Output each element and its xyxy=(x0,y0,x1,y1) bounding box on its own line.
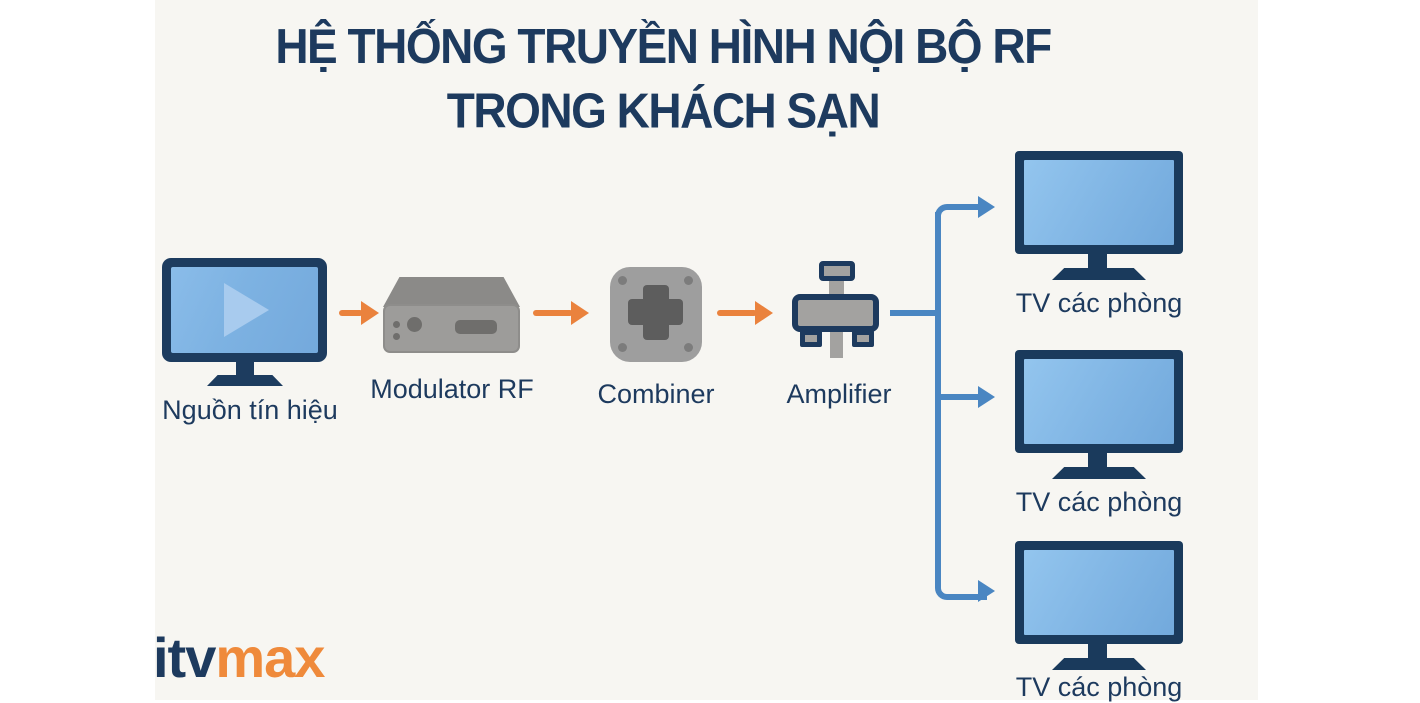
screw-icon xyxy=(618,343,627,352)
tv1-label: TV các phòng xyxy=(1015,288,1183,318)
arrow-right-icon xyxy=(571,301,589,325)
tv3-screen xyxy=(1024,550,1174,635)
modulator-led-icon xyxy=(393,321,400,328)
tv2-stand xyxy=(1088,453,1107,469)
amplifier-cap xyxy=(819,261,855,281)
arrow-right-icon xyxy=(978,580,995,602)
arrow-shaft xyxy=(717,310,757,316)
modulator-body xyxy=(383,304,520,353)
tv1-screen xyxy=(1024,160,1174,245)
line-amplifier-out xyxy=(890,310,938,316)
arrow-right-icon xyxy=(361,301,379,325)
source-label: Nguồn tín hiệu xyxy=(162,395,338,425)
tv3-label: TV các phòng xyxy=(1015,672,1183,702)
tv2-label: TV các phòng xyxy=(1015,487,1183,517)
arrow-right-icon xyxy=(978,196,995,218)
logo-itv: itv xyxy=(153,626,216,689)
source-tv-base xyxy=(207,375,283,386)
title-line-1: HỆ THỐNG TRUYỀN HÌNH NỘI BỘ RF xyxy=(275,18,1052,74)
line-vertical-bus xyxy=(935,212,941,588)
arrow-shaft xyxy=(339,310,363,316)
tv2-screen xyxy=(1024,359,1174,444)
page-title: HỆ THỐNG TRUYỀN HÌNH NỘI BỘ RF TRONG KHÁ… xyxy=(155,14,1171,143)
amplifier-stem xyxy=(830,332,843,358)
combiner-label: Combiner xyxy=(597,379,715,409)
modulator-label: Modulator RF xyxy=(370,374,534,404)
amplifier-leg xyxy=(800,330,822,347)
title-line-2: TRONG KHÁCH SẠN xyxy=(446,82,881,139)
play-icon xyxy=(224,283,269,337)
tv2-base xyxy=(1052,467,1146,479)
amplifier-body xyxy=(792,294,879,332)
itvmax-logo: itvmax xyxy=(153,625,325,690)
tv1-stand xyxy=(1088,254,1107,270)
amplifier-label: Amplifier xyxy=(786,379,892,409)
screw-icon xyxy=(618,276,627,285)
logo-max: max xyxy=(215,626,325,689)
line-middle-branch xyxy=(941,394,981,400)
line-top-elbow xyxy=(935,204,987,240)
tv1-base xyxy=(1052,268,1146,280)
screw-icon xyxy=(684,343,693,352)
modulator-top xyxy=(383,277,520,307)
amplifier-stem xyxy=(829,280,844,296)
tv3-stand xyxy=(1088,644,1107,660)
source-tv-stand xyxy=(236,362,254,377)
line-bottom-elbow xyxy=(935,564,987,600)
plus-icon xyxy=(643,285,669,340)
tv3-base xyxy=(1052,658,1146,670)
screw-icon xyxy=(684,276,693,285)
arrow-right-icon xyxy=(755,301,773,325)
amplifier-leg xyxy=(852,330,874,347)
arrow-shaft xyxy=(533,310,573,316)
modulator-knob-icon xyxy=(407,317,422,332)
modulator-display xyxy=(455,320,497,334)
modulator-led-icon xyxy=(393,333,400,340)
arrow-right-icon xyxy=(978,386,995,408)
